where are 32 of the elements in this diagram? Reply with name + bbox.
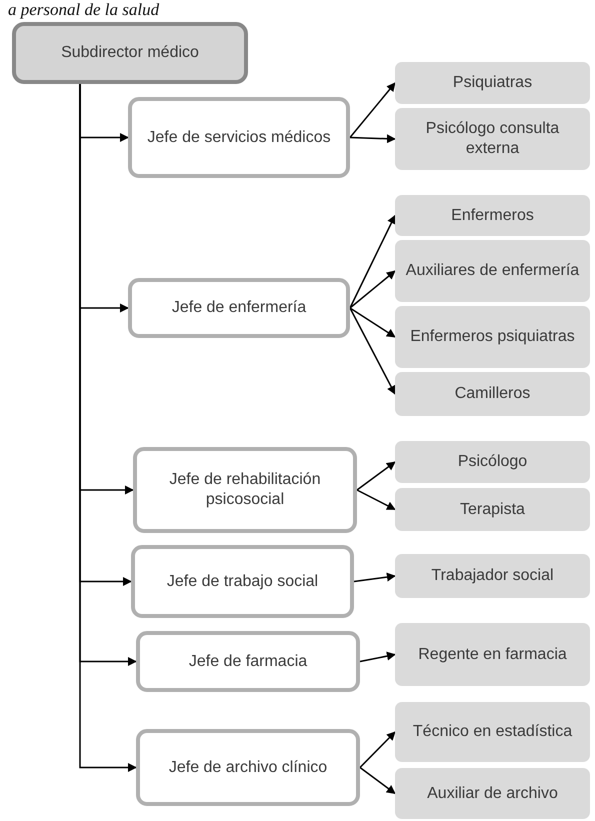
director-box: Subdirector médico [12, 22, 248, 84]
arrow [349, 82, 396, 138]
department-box: Jefe de rehabilitación psicosocial [133, 447, 357, 533]
staff-box: Trabajador social [395, 554, 590, 598]
department-box: Jefe de farmacia [136, 631, 360, 692]
department-box: Jefe de enfermería [128, 278, 350, 338]
arrow [356, 461, 396, 491]
arrow [350, 307, 396, 338]
caption-text: a personal de la salud [8, 0, 160, 20]
arrow [354, 572, 396, 582]
arrow [359, 731, 396, 768]
department-box: Jefe de trabajo social [131, 545, 354, 618]
staff-box: Psicólogo consulta externa [395, 108, 590, 170]
staff-box: Enfermeros psiquiatras [395, 306, 590, 368]
staff-box: Técnico en estadística [395, 702, 590, 762]
arrow [350, 134, 396, 144]
staff-box: Regente en farmacia [395, 623, 590, 686]
staff-box: Auxiliar de archivo [395, 768, 590, 819]
staff-box: Auxiliares de enfermería [395, 240, 590, 302]
staff-box: Terapista [395, 488, 590, 531]
staff-box: Camilleros [395, 372, 590, 416]
department-box: Jefe de servicios médicos [128, 97, 350, 178]
arrow [360, 652, 396, 662]
staff-box: Enfermeros [395, 195, 590, 236]
arrow [360, 766, 396, 794]
staff-box: Psiquiatras [395, 62, 590, 104]
arrow [356, 489, 396, 510]
department-box: Jefe de archivo clínico [136, 729, 360, 806]
arrow [350, 270, 396, 309]
arrow [349, 214, 396, 308]
arrow [349, 308, 396, 395]
staff-box: Psicólogo [395, 441, 590, 483]
